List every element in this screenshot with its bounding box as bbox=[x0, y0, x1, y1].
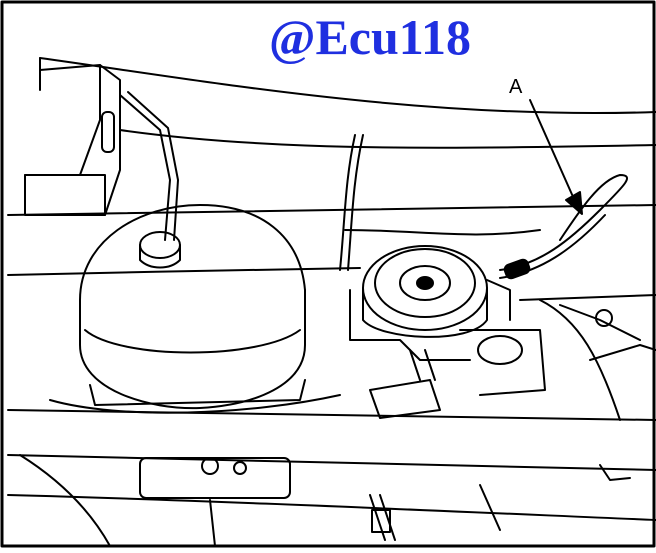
lower-hardware bbox=[19, 454, 631, 547]
component-a bbox=[362, 174, 628, 338]
frame-rail bbox=[7, 409, 656, 521]
valve-assembly bbox=[349, 289, 656, 419]
filter-canister bbox=[49, 204, 341, 414]
brake-pipe bbox=[339, 134, 621, 421]
callout-label-a: A bbox=[509, 76, 523, 98]
callout-a-arrow bbox=[529, 99, 583, 215]
mounting-bracket bbox=[24, 64, 179, 241]
watermark-text: @Ecu118 bbox=[268, 9, 472, 65]
